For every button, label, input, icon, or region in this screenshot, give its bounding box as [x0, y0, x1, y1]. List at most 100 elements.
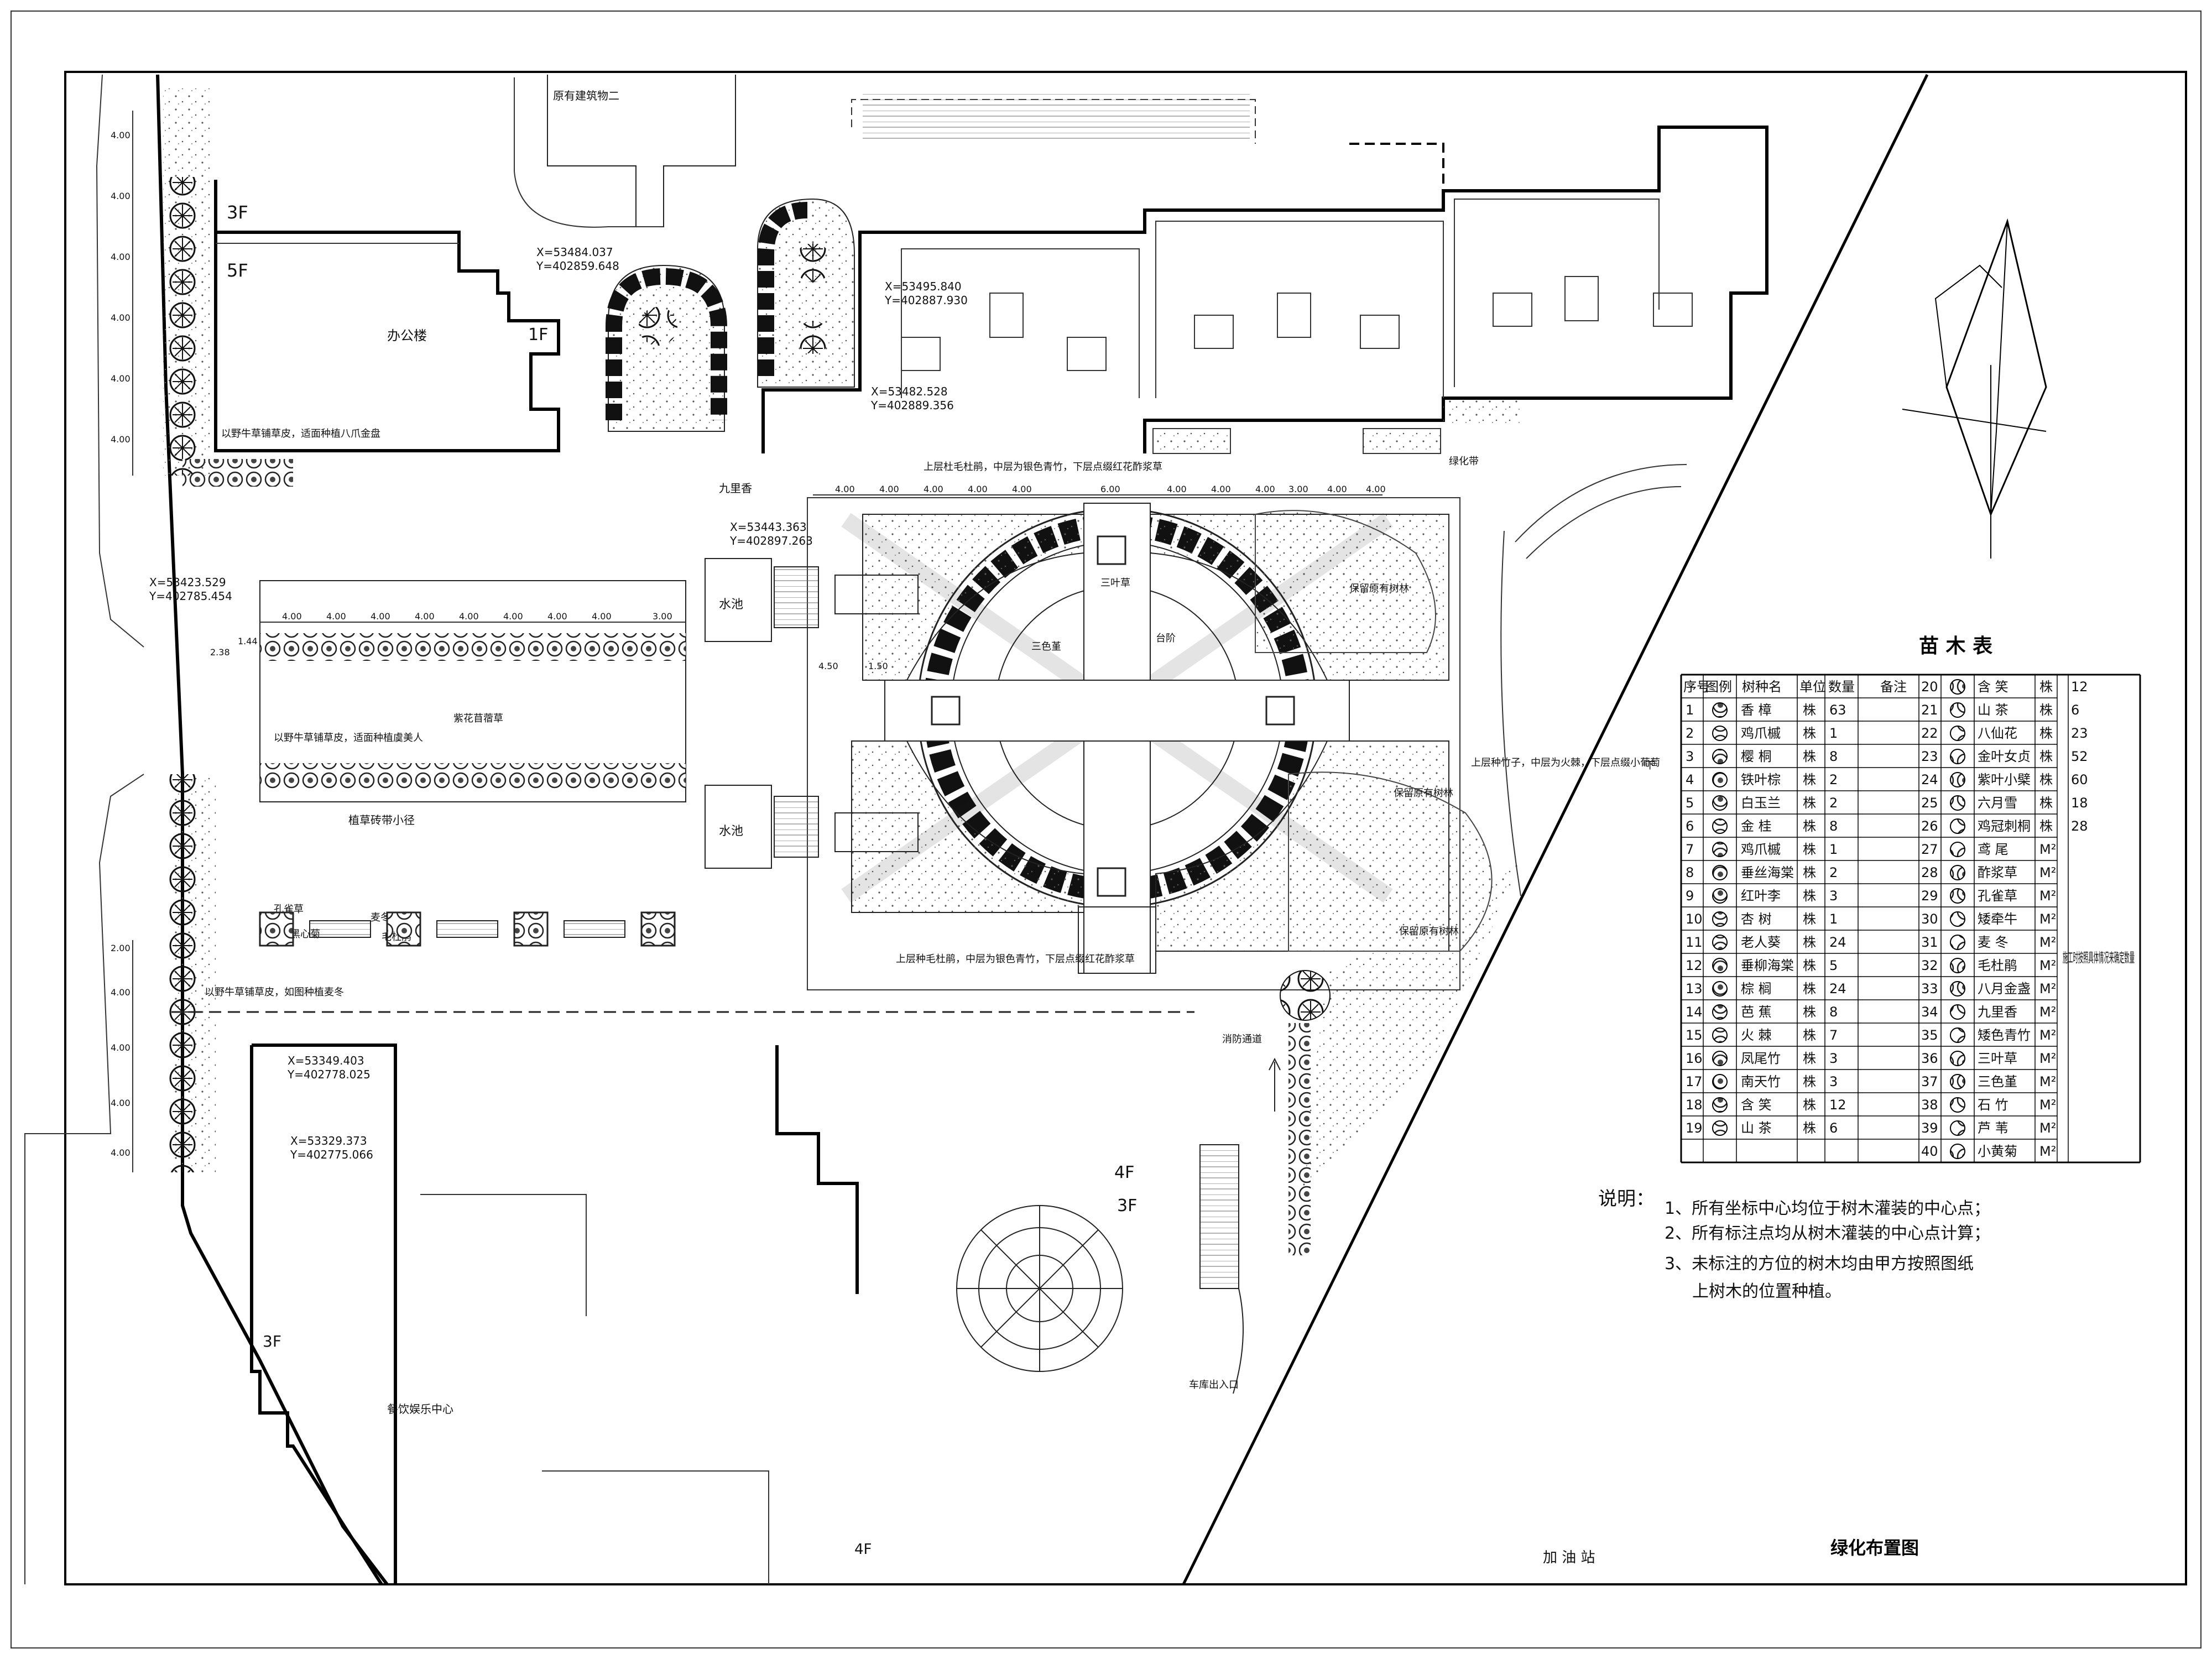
- table-cell: M²: [2039, 1051, 2056, 1066]
- table-header: 序号: [1683, 679, 1710, 695]
- table-cell: M²: [2039, 1120, 2056, 1136]
- dim-label: 4.00: [326, 611, 346, 622]
- plant-symbol-icon: [1950, 1120, 1965, 1136]
- linear-garden: [259, 580, 686, 802]
- plant-symbol-icon: [1950, 1051, 1965, 1066]
- plant-symbol-icon: [1712, 842, 1728, 857]
- table-cell: 株: [1803, 772, 1816, 787]
- table-cell: 1: [1829, 726, 1838, 741]
- floor-1f-label: 1F: [528, 325, 548, 345]
- plant-symbol-icon: [1950, 1074, 1965, 1089]
- table-cell: 8: [1829, 749, 1838, 764]
- table-cell: 棕 榈: [1741, 981, 1772, 997]
- apartment-inner-outline-2: [1155, 221, 1444, 398]
- reserve-label-3: 保留原有树林: [1399, 926, 1459, 937]
- table-cell: 63: [1829, 702, 1846, 718]
- grass-note-3: 以野牛草铺草皮，如图种植麦冬: [205, 987, 344, 998]
- table-cell: 30: [1921, 911, 1938, 927]
- specimen-tree: [794, 243, 832, 282]
- dim-label: 4.00: [1366, 484, 1386, 494]
- table-cell: M²: [2039, 865, 2056, 880]
- dim-label: 4.00: [282, 611, 302, 622]
- table-cell: 株: [1803, 981, 1816, 997]
- dim-label: 3.00: [653, 611, 672, 622]
- table-cell: 12: [1686, 958, 1703, 973]
- table-cell: 株: [1803, 795, 1816, 811]
- plant-symbol-icon: [1950, 981, 1965, 997]
- table-cell: 株: [1803, 958, 1816, 973]
- square-planter: [640, 911, 676, 947]
- table-cell: 18: [1686, 1097, 1703, 1113]
- table-cell: 29: [1921, 888, 1938, 904]
- flowers-label: 紫花苜蓿草: [453, 713, 503, 724]
- bench: [309, 920, 371, 938]
- left-street-trees-2: [169, 774, 202, 1172]
- table-cell: 六月雪: [1978, 795, 2017, 811]
- plant-symbol-icon: [1712, 772, 1728, 787]
- coord-x: X=53443.363: [730, 520, 807, 534]
- dim-label: 4.00: [1327, 484, 1347, 494]
- ramp-curve: [1526, 486, 1682, 559]
- table-cell: 6: [1829, 1120, 1838, 1136]
- table-cell: 24: [1829, 981, 1846, 997]
- dim-label: 4.00: [459, 611, 479, 622]
- reserve-label-2: 保留原有树林: [1394, 787, 1453, 799]
- plant-table-title: 苗 木 表: [1919, 635, 1992, 658]
- table-cell: M²: [2039, 1097, 2056, 1113]
- plant-symbol-icon: [1950, 911, 1965, 927]
- table-cell: 11: [1686, 935, 1703, 950]
- planter-box: [1363, 428, 1441, 454]
- coord-x: X=53423.529: [149, 576, 226, 589]
- table-cell: 香 樟: [1741, 702, 1772, 718]
- pool-upper: [705, 558, 772, 642]
- green-strip-label: 绿化带: [1449, 456, 1479, 467]
- table-cell: M²: [2039, 911, 2056, 927]
- table-cell: 3: [1829, 888, 1838, 904]
- office-label: 办公楼: [387, 328, 427, 343]
- grass-note-2: 以野牛草铺草皮，适面种植虞美人: [274, 732, 423, 744]
- drawing-title: 绿化布置图: [1830, 1537, 1919, 1558]
- table-cell: 麦 冬: [1978, 935, 2008, 950]
- coord-x: X=53495.840: [885, 280, 962, 293]
- left-road-boundary: [156, 74, 389, 1585]
- coord-x: X=53329.373: [290, 1134, 367, 1147]
- table-cell: 株: [1803, 1004, 1816, 1020]
- table-cell: 株: [2039, 702, 2053, 718]
- plant-symbol-icon: [1950, 772, 1965, 787]
- note-3b: 上树木的位置种植。: [1692, 1282, 1841, 1301]
- sanpin-label: 三叶草: [1100, 577, 1130, 589]
- coord-y: Y=402887.930: [884, 294, 968, 307]
- floor-5f-label: 5F: [227, 260, 248, 281]
- table-cell: 33: [1921, 981, 1938, 997]
- table-cell: 株: [2039, 726, 2053, 741]
- table-cell: 鸡爪槭: [1741, 726, 1781, 741]
- table-cell: 24: [1921, 772, 1938, 787]
- office-building-outline: [214, 180, 560, 452]
- faint-outline: [420, 1194, 587, 1316]
- coord-y: Y=402897.263: [729, 534, 813, 547]
- notes-title: 说明：: [1598, 1188, 1655, 1210]
- table-cell: 5: [1686, 795, 1694, 811]
- table-cell: 13: [1686, 981, 1703, 997]
- plant-symbol-icon: [1712, 749, 1728, 764]
- table-cell: 12: [1829, 1097, 1846, 1113]
- table-cell: 株: [2039, 795, 2053, 811]
- table-cell: 三色堇: [1978, 1074, 2017, 1089]
- dim-label: 2.38: [210, 647, 230, 658]
- reserve-forest-1: [1255, 510, 1436, 653]
- table-header: 树种名: [1742, 679, 1782, 695]
- table-cell: 20: [1921, 679, 1938, 695]
- note-3: 3、未标注的方位的树木均由甲方按照图纸: [1665, 1254, 1974, 1274]
- dim-label: 4.00: [1211, 484, 1231, 494]
- faint-outline: [542, 1470, 769, 1584]
- bench: [564, 920, 625, 938]
- jiulixiang-label: 九里香: [719, 482, 752, 495]
- table-cell: 鸢 尾: [1978, 842, 2008, 857]
- stair-block: [1194, 315, 1234, 349]
- table-cell: 芭 蕉: [1741, 1004, 1772, 1020]
- table-cell: 南天竹: [1741, 1074, 1781, 1089]
- dashed-boundary: [851, 99, 1256, 144]
- table-cell: 株: [1803, 1097, 1816, 1113]
- dim-label: 4.00: [111, 987, 131, 998]
- sanse-jin-label: 三色堇: [1031, 641, 1061, 653]
